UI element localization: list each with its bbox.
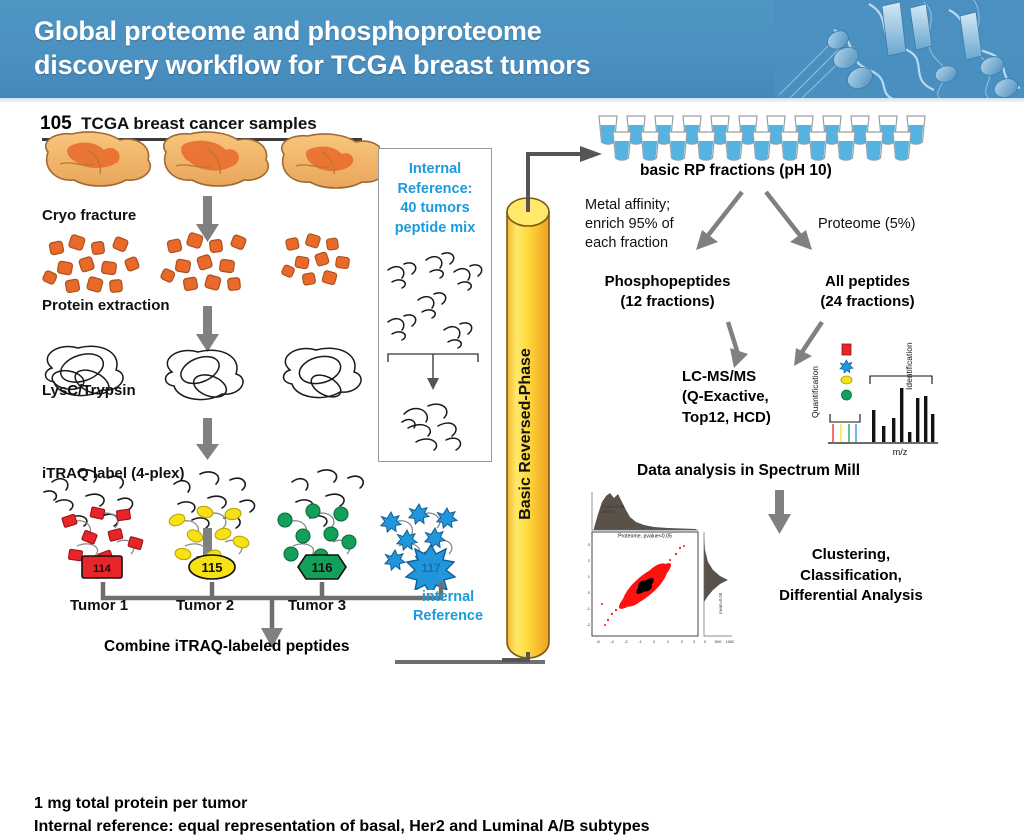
mz-axis-label: m/z [893,447,908,457]
svg-text:-1: -1 [638,639,642,644]
svg-text:-1: -1 [586,606,590,611]
svg-text:3: 3 [693,639,696,644]
phospho-line2: (12 fractions) [620,292,715,310]
lcms-line3: Top12, HCD) [682,408,771,426]
svg-text:117: 117 [421,561,441,575]
quantification-axis-label: Quantification [810,366,820,418]
svg-text:1: 1 [667,639,670,644]
phospho-line1: Phosphopeptides [604,273,731,290]
svg-text:116: 116 [312,560,333,575]
internal-reference-graphics [387,252,483,451]
spectrum-mill-label: Data analysis in Spectrum Mill [637,462,861,479]
proteome-percentage-label: Proteome (5%) [818,216,916,232]
protein-ribbon-icon [774,0,1024,102]
itraq-tag-114: 114 [81,555,123,579]
svg-text:sd=0.7: sd=0.7 [602,509,616,514]
sample-label-tumor-1: Tumor 1 [70,597,129,614]
svg-text:114: 114 [93,563,112,575]
page-title-line2: discovery workflow for TCGA breast tumor… [34,50,591,81]
clustering-line2: Classification, [800,566,902,584]
internal-ref-line2: Reference [412,607,484,624]
svg-text:3: 3 [588,542,591,547]
phosphopeptides-label: Phosphopeptides (12 fractions) [580,272,755,311]
metal-affinity-line3: each fraction [585,235,669,252]
spectrum-mill-arrow [768,490,791,534]
identification-axis-label: Identification [904,342,914,390]
footer-line2: Internal reference: equal representation… [34,818,650,836]
clustering-line3: Differential Analysis [779,587,923,605]
column-piping [502,146,602,662]
internal-ref-line1: internal [421,589,475,605]
sample-count: 105 [40,113,72,134]
scatter-title: Proteome, pvalue<0.05 [618,534,672,540]
step-label-lysc-trypsin: LysC/Trypsin [42,382,136,399]
footer-line1: 1 mg total protein per tumor [34,795,248,812]
page-header: Global proteome and phosphoproteome disc… [0,0,1024,102]
metal-affinity-line1: Metal affinity; [585,197,671,213]
svg-text:2: 2 [681,639,684,644]
scatter-plot-inset: mean=0.09 sd=0.7 Proteome, pvalue<0.05 -… [572,484,734,662]
itraq-labeled-peptides [61,502,459,574]
combine-peptides-label: Combine iTRAQ-labeled peptides [104,638,350,655]
svg-text:1: 1 [588,574,591,579]
allpep-line1: All peptides [824,273,910,290]
svg-text:2: 2 [588,558,591,563]
workflow-diagram: 105 TCGA breast cancer samples [0,102,1024,835]
iref-line2: Reference: [397,180,473,197]
page-title: Global proteome and phosphoproteome disc… [34,14,754,83]
svg-text:115: 115 [202,560,223,575]
lcms-line2: (Q-Exactive, [682,388,769,406]
metal-affinity-line2: enrich 95% of [585,216,674,233]
iref-line4: peptide mix [394,219,476,236]
all-peptides-label: All peptides (24 fractions) [790,272,945,311]
internal-reference-title: Internal Reference: 40 tumors peptide mi… [383,160,487,238]
sample-label-tumor-2: Tumor 2 [176,597,235,614]
sample-label-internal-reference: internal Reference [398,588,498,626]
svg-text:0: 0 [653,639,656,644]
lcms-label: LC-MS/MS (Q-Exactive, Top12, HCD) [682,367,807,428]
step-label-cryo-fracture: Cryo fracture [42,207,137,224]
svg-text:-2: -2 [586,622,590,627]
basic-reversed-phase-column [506,197,550,659]
svg-text:-4: -4 [610,639,614,644]
itraq-tag-117: 117 [404,544,457,590]
rp-fractions-label: basic RP fractions (pH 10) [640,162,832,179]
samples-heading: 105 TCGA breast cancer samples [40,113,317,135]
iref-line3: 40 tumors [400,200,470,217]
mass-spectrum-inset: Quantification Identification [810,342,938,457]
clustering-label: Clustering, Classification, Differential… [756,545,946,607]
lcms-line1: LC-MS/MS [682,368,757,385]
metal-affinity-note: Metal affinity; enrich 95% of each fract… [585,196,725,253]
lcms-converge-arrows [725,320,824,368]
left-workflow-graphics [42,131,380,574]
allpep-line2: (24 fractions) [820,292,915,310]
fraction-split-arrows [696,190,812,250]
svg-text:1000: 1000 [726,639,734,644]
svg-text:0: 0 [588,590,591,595]
svg-text:500: 500 [715,639,722,644]
step-label-itraq: iTRAQ label (4-plex) [42,465,185,482]
header-divider [0,98,1024,102]
itraq-tag-115: 115 [188,554,236,580]
sample-label-tumor-3: Tumor 3 [288,597,347,614]
svg-text:mean=0.08: mean=0.08 [718,592,723,614]
samples-heading-text: TCGA breast cancer samples [81,114,317,133]
svg-text:-2: -2 [624,639,628,644]
combine-connector [100,582,545,664]
iref-line1: Internal [408,161,462,177]
clustering-line1: Clustering, [811,546,891,563]
step-label-protein-extraction: Protein extraction [42,297,170,314]
itraq-tag-116: 116 [297,554,347,580]
svg-text:mean=0.09: mean=0.09 [602,504,625,509]
svg-text:-6: -6 [596,639,600,644]
footer-notes: 1 mg total protein per tumor Internal re… [34,792,984,838]
page-title-line1: Global proteome and phosphoproteome [34,16,542,46]
internal-reference-box [378,148,492,462]
svg-text:0: 0 [704,639,707,644]
